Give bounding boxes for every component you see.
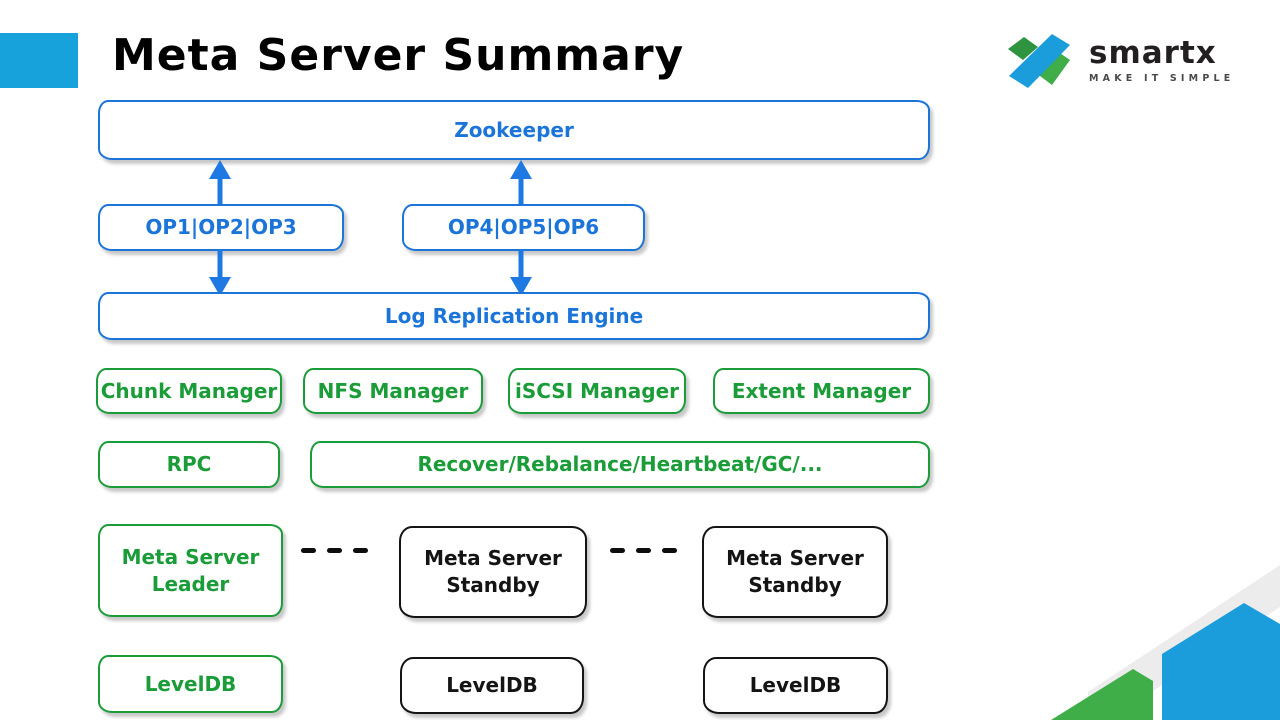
dash xyxy=(301,548,316,553)
meta-server-standby-line2: Standby xyxy=(446,573,540,597)
log-replication-engine-box: Log Replication Engine xyxy=(98,292,930,340)
dash xyxy=(662,548,677,553)
meta-server-leader-box: Meta Server Leader xyxy=(98,524,283,617)
extent-manager-box: Extent Manager xyxy=(713,368,930,414)
smartx-logo-icon xyxy=(1008,34,1070,88)
smartx-logo-text: smartx MAKE IT SIMPLE xyxy=(1089,35,1235,85)
leveldb-box-standby-1: LevelDB xyxy=(400,657,584,714)
corner-decoration xyxy=(1051,565,1280,720)
brand-name: smartx xyxy=(1089,35,1217,71)
smartx-logo: smartx MAKE IT SIMPLE xyxy=(1003,32,1234,90)
nfs-manager-box: NFS Manager xyxy=(303,368,483,414)
dash xyxy=(636,548,651,553)
rpc-box: RPC xyxy=(98,441,280,488)
op-group-left-box: OP1|OP2|OP3 xyxy=(98,204,344,251)
dash xyxy=(353,548,368,553)
arrow-down-right-icon xyxy=(510,249,532,296)
meta-server-standby-line1: Meta Server xyxy=(424,546,562,570)
accent-bar xyxy=(0,33,78,88)
meta-server-standby-box-1: Meta Server Standby xyxy=(399,526,587,618)
brand-tagline: MAKE IT SIMPLE xyxy=(1089,73,1235,84)
meta-server-standby-box-2: Meta Server Standby xyxy=(702,526,888,618)
dash xyxy=(327,548,342,553)
services-box: Recover/Rebalance/Heartbeat/GC/... xyxy=(310,441,930,488)
ellipsis-dashes-right xyxy=(610,548,677,553)
arrow-up-right-icon xyxy=(510,160,532,207)
meta-server-leader-line1: Meta Server xyxy=(121,544,260,569)
leveldb-box-standby-2: LevelDB xyxy=(703,657,888,714)
iscsi-manager-box: iSCSI Manager xyxy=(508,368,686,414)
arrow-down-left-icon xyxy=(209,249,231,296)
ellipsis-dashes-left xyxy=(301,548,368,553)
leveldb-box-leader: LevelDB xyxy=(98,655,283,713)
zookeeper-box: Zookeeper xyxy=(98,100,930,160)
meta-server-leader-line2: Leader xyxy=(151,571,230,596)
meta-server-standby-line1: Meta Server xyxy=(726,546,864,570)
page-title: Meta Server Summary xyxy=(112,30,685,81)
op-group-right-box: OP4|OP5|OP6 xyxy=(402,204,645,251)
meta-server-standby-line2: Standby xyxy=(748,573,842,597)
chunk-manager-box: Chunk Manager xyxy=(96,368,282,414)
arrow-up-left-icon xyxy=(209,160,231,207)
dash xyxy=(610,548,625,553)
